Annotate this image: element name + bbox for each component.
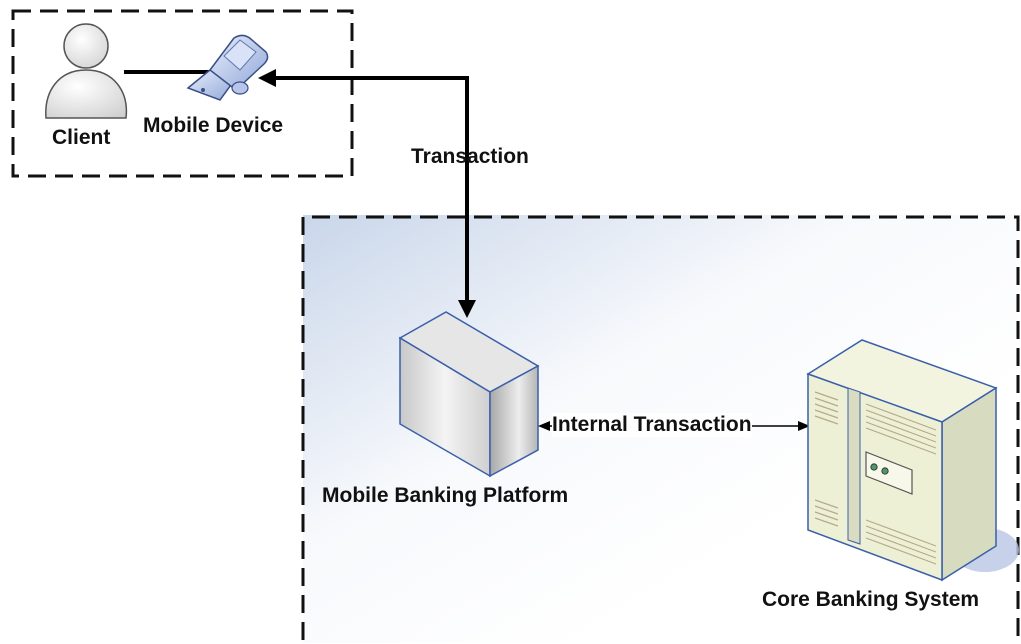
internal-arrowhead-left xyxy=(538,421,550,431)
transaction-arrowhead-device xyxy=(258,69,276,87)
transaction-label: Transaction xyxy=(411,145,529,168)
flip-phone-icon xyxy=(186,34,269,101)
internal-transaction-label: Internal Transaction xyxy=(552,413,752,437)
transaction-connector xyxy=(264,76,469,308)
server-box-icon xyxy=(398,311,540,478)
core-banking-system-label: Core Banking System xyxy=(762,588,980,611)
transaction-arrowhead-platform xyxy=(458,300,476,318)
client-boundary xyxy=(11,9,354,178)
client-label: Client xyxy=(52,126,111,149)
mobile-banking-platform-label: Mobile Banking Platform xyxy=(322,484,569,507)
internal-arrowhead-right xyxy=(798,421,810,431)
mobile-device-label: Mobile Device xyxy=(143,114,284,137)
mainframe-server-icon xyxy=(806,339,1019,582)
person-icon xyxy=(45,23,128,119)
